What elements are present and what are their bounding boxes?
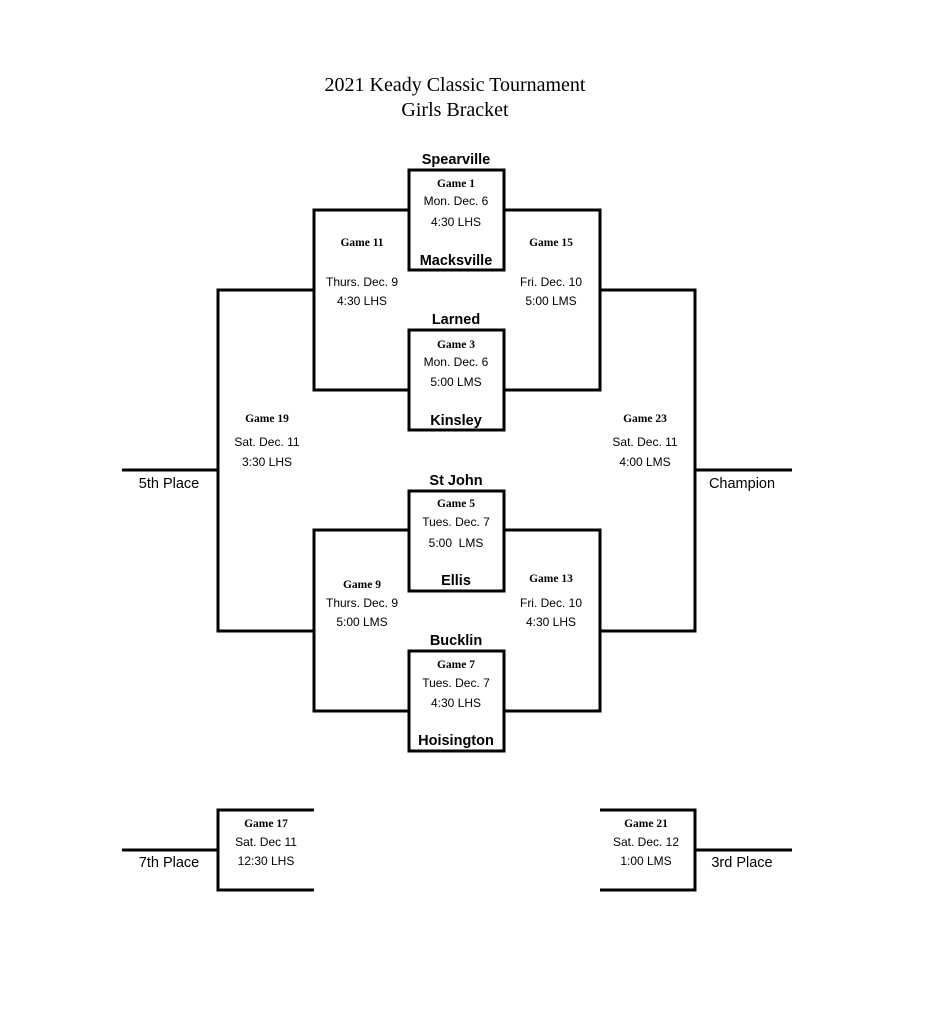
team-ellis: Ellis <box>441 573 471 589</box>
game-5-date: Tues. Dec. 7 <box>422 515 490 529</box>
third-place-label: 3rd Place <box>711 855 772 871</box>
game-9-time: 5:00 LMS <box>336 615 387 629</box>
champion-label: Champion <box>709 476 775 492</box>
game-19-title: Game 19 <box>245 413 289 425</box>
game-7-time: 4:30 LHS <box>431 696 481 710</box>
game-11-title: Game 11 <box>340 237 383 249</box>
team-spearville: Spearville <box>422 152 491 168</box>
game-21-time: 1:00 LMS <box>620 854 671 868</box>
game-15-date: Fri. Dec. 10 <box>520 275 582 289</box>
game-1-box <box>407 168 506 272</box>
game-9-bracket <box>312 528 409 713</box>
game-3-box <box>407 328 506 432</box>
game-23-title: Game 23 <box>623 413 667 425</box>
game-9-date: Thurs. Dec. 9 <box>326 596 398 610</box>
game-1-time: 4:30 LHS <box>431 215 481 229</box>
game-7-title: Game 7 <box>437 659 475 671</box>
game-5-title: Game 5 <box>437 498 475 510</box>
game-15-title: Game 15 <box>529 237 573 249</box>
game-23-time: 4:00 LMS <box>619 455 670 469</box>
game-17-date: Sat. Dec 11 <box>235 835 297 849</box>
game-9-title: Game 9 <box>343 579 381 591</box>
game-3-time: 5:00 LMS <box>430 375 481 389</box>
team-kinsley: Kinsley <box>430 413 482 429</box>
game-11-bracket <box>312 208 409 392</box>
game-19-date: Sat. Dec. 11 <box>234 435 299 449</box>
team-st-john: St John <box>429 473 482 489</box>
game-1-date: Mon. Dec. 6 <box>424 194 489 208</box>
team-macksville: Macksville <box>420 253 493 269</box>
game-21-title: Game 21 <box>624 818 668 830</box>
game-23-bracket <box>600 288 697 633</box>
game-19-time: 3:30 LHS <box>242 455 292 469</box>
game-11-time: 4:30 LHS <box>337 294 387 308</box>
game-17-title: Game 17 <box>244 818 288 830</box>
game-5-time: 5:00 LMS <box>429 536 484 550</box>
game-11-date: Thurs. Dec. 9 <box>326 275 398 289</box>
team-hoisington: Hoisington <box>418 733 494 749</box>
seventh-place-label: 7th Place <box>139 855 199 871</box>
game-13-date: Fri. Dec. 10 <box>520 596 582 610</box>
game-15-time: 5:00 LMS <box>525 294 576 308</box>
game-13-time: 4:30 LHS <box>526 615 576 629</box>
game-1-title: Game 1 <box>437 178 475 190</box>
game-7-box <box>407 649 506 753</box>
fifth-place-label: 5th Place <box>139 476 199 492</box>
game-17-time: 12:30 LHS <box>238 854 295 868</box>
game-19-bracket <box>216 288 314 633</box>
game-13-title: Game 13 <box>529 573 573 585</box>
game-15-bracket <box>504 208 602 392</box>
game-23-date: Sat. Dec. 11 <box>612 435 677 449</box>
team-bucklin: Bucklin <box>430 633 482 649</box>
team-larned: Larned <box>432 312 480 328</box>
page-subtitle: Girls Bracket <box>401 99 509 121</box>
page-title: 2021 Keady Classic Tournament <box>325 74 586 96</box>
game-7-date: Tues. Dec. 7 <box>422 676 490 690</box>
game-13-bracket <box>504 528 602 713</box>
game-21-date: Sat. Dec. 12 <box>613 835 679 849</box>
game-3-date: Mon. Dec. 6 <box>424 355 489 369</box>
game-3-title: Game 3 <box>437 339 475 351</box>
game-5-box <box>407 489 506 593</box>
